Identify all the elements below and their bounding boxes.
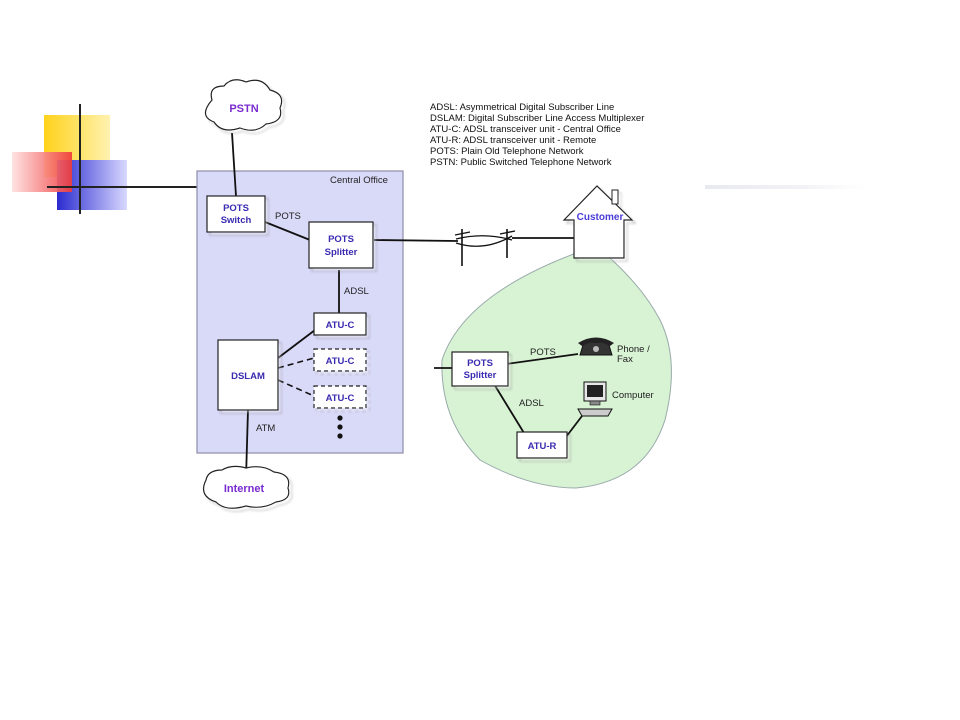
atu-r-box [516,431,568,459]
cust-link-adsl-label: ADSL [519,398,544,409]
deco-red-square [12,152,72,192]
customer-bubble [441,245,672,489]
cust-link-pots-label: POTS [530,347,556,358]
link-dslam-atm [245,409,249,479]
link-dslam-atuc-3 [277,379,315,397]
telephone-poles-icon [454,229,516,266]
legend-atu-r: ATU-R: ADSL transceiver unit - Remote [430,135,596,146]
slide-decoration [12,104,200,214]
link-atur-computer [565,415,583,438]
more-units-ellipsis [337,415,343,439]
atu-c-box-1 [313,312,367,336]
legend-adsl: ADSL: Asymmetrical Digital Subscriber Li… [430,102,614,113]
co-pots-splitter-label-2: Splitter [325,247,358,258]
link-switch-splitter [264,221,311,241]
co-pots-splitter-box [308,221,374,269]
internet-cloud [203,465,290,509]
phone-fax-label-2: Fax [617,354,633,365]
link-cust-splitter-phone [505,353,579,365]
atu-r-label: ATU-R [528,441,557,452]
cust-pots-splitter-label-1: POTS [467,358,493,369]
computer-icon [577,381,613,417]
central-office-title: Central Office [330,175,388,186]
co-pots-splitter-label-1: POTS [328,234,354,245]
legend-pstn: PSTN: Public Switched Telephone Network [430,157,612,168]
phone-fax-label-1: Phone / [617,344,650,355]
link-pstn-switch [231,132,237,197]
link-cust-splitter-atur [493,383,525,434]
link-dslam-atuc-2 [277,357,315,369]
customer-house-icon [562,185,634,259]
dslam-box [217,339,279,411]
legend: ADSL: Asymmetrical Digital Subscriber Li… [430,102,644,168]
computer-label: Computer [612,390,654,401]
dashed-connectors [277,357,315,397]
cust-pots-splitter-box [451,351,509,387]
legend-dslam: DSLAM: Digital Subscriber Line Access Mu… [430,113,644,124]
pots-switch-label-2: Switch [221,215,252,226]
internet-label: Internet [224,483,265,495]
co-link-atm-label: ATM [256,423,275,434]
customer-label: Customer [577,212,624,223]
pstn-cloud [204,79,283,131]
co-link-pots-label: POTS [275,211,301,222]
link-splitter-line [373,239,459,242]
cust-pots-splitter-label-2: Splitter [464,370,497,381]
phone-icon [578,337,614,356]
atu-c-box-3 [313,385,367,409]
atu-c-label-3: ATU-C [326,393,355,404]
connectors [231,132,583,479]
dslam-label: DSLAM [231,371,265,382]
pots-switch-label-1: POTS [223,203,249,214]
atu-c-box-2 [313,348,367,372]
link-dslam-atuc [277,329,316,359]
legend-pots: POTS: Plain Old Telephone Network [430,146,584,157]
atu-c-label-1: ATU-C [326,320,355,331]
legend-atu-c: ATU-C: ADSL transceiver unit - Central O… [430,124,621,135]
co-link-adsl-label: ADSL [344,286,369,297]
atu-c-label-2: ATU-C [326,356,355,367]
pstn-label: PSTN [229,103,258,115]
pots-switch-box [206,195,266,233]
slide-title-rule-fade [705,185,865,189]
